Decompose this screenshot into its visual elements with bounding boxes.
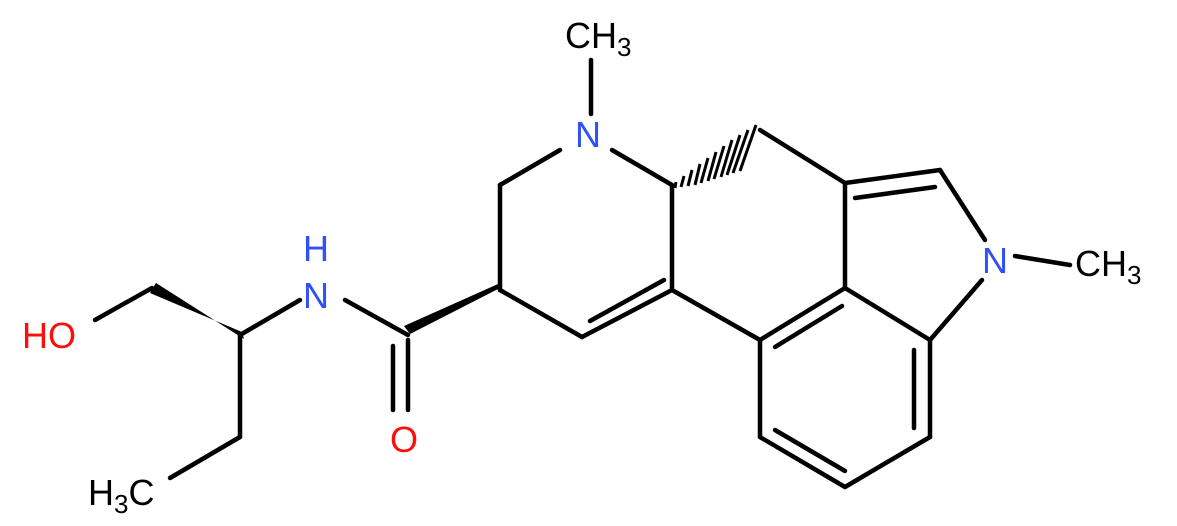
atom-n6: N	[575, 114, 601, 155]
bond-c13-c14	[842, 434, 933, 490]
bond-c4-c3	[757, 127, 848, 186]
bond-c16-c11	[757, 285, 848, 343]
hashed-wedge-c5-c4	[673, 124, 758, 189]
bond-c12-c13-inner	[772, 427, 848, 474]
bond-n1-c13	[927, 277, 985, 343]
bond-c2-n1	[937, 167, 988, 243]
atom-n-amide: N	[303, 275, 329, 316]
bond-c10-c11	[669, 287, 763, 343]
bond-c9-c10	[579, 287, 675, 340]
bond-ethyl-ch3	[167, 434, 243, 481]
bond-c-nh	[342, 297, 411, 338]
bond-c8-c9	[497, 287, 585, 340]
bond-n1-ch3	[1012, 253, 1073, 268]
bond-c16-c11-inner	[772, 303, 845, 350]
bond-c3-c2	[842, 167, 943, 186]
atom-h3c: H3C	[88, 472, 154, 519]
bond-nh-ch	[237, 297, 303, 338]
solid-wedge-c8-carbonyl	[404, 284, 500, 334]
atom-o-carbonyl: O	[390, 419, 418, 460]
bond-c12-c13	[757, 434, 848, 490]
bond-c3-c2-inner	[852, 184, 938, 201]
atom-h-amide: H	[303, 228, 329, 269]
solid-wedge-ch-ch2oh	[150, 283, 244, 339]
bond-c16-c13	[842, 285, 933, 343]
bond-c9-c10-inner	[587, 277, 667, 324]
atom-ch3-top: CH3	[565, 15, 631, 62]
atom-ho: HO	[22, 315, 76, 356]
atom-ch3-right: CH3	[1075, 243, 1141, 290]
atom-n1-indole: N	[982, 240, 1008, 281]
bond-n6-c5	[609, 147, 675, 188]
bond-ch2-oh	[92, 285, 155, 323]
bond-n6-c7	[497, 147, 563, 188]
